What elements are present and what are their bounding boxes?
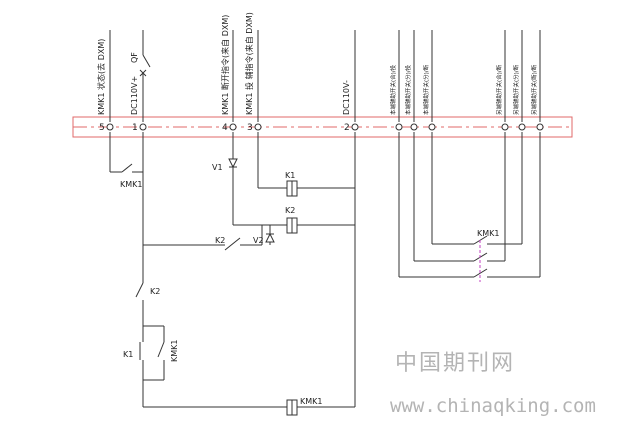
kmk1-contact-top-blade — [121, 163, 133, 173]
label-kmk1-right: KMK1 — [477, 229, 499, 238]
kmk1-bottom-contact-blade — [157, 341, 165, 358]
label-k1-coil: K1 — [285, 171, 295, 180]
label-r6-top: 另端辅助开关(断)/断 — [530, 64, 538, 115]
terminal-2-circle — [351, 123, 359, 131]
terminal-1-number: 1 — [132, 123, 138, 133]
v1-diode — [228, 158, 238, 169]
label-t1-top: DC110V+ — [130, 76, 139, 115]
terminal-4-circle — [229, 123, 237, 131]
terminal-1-circle — [139, 123, 147, 131]
v2-diode — [265, 232, 275, 243]
label-k2-coil: K2 — [285, 206, 295, 215]
k2-contact-blade — [135, 282, 144, 298]
label-kmk1-contact-bottom: KMK1 — [170, 340, 179, 362]
label-qf: QF — [130, 52, 139, 63]
terminal-3-circle — [254, 123, 262, 131]
terminal-5-circle — [106, 123, 114, 131]
terminal-r1-circle — [395, 123, 403, 131]
label-k2-contact: K2 — [150, 287, 160, 296]
label-r5-top: 另端辅助开关(分)/断 — [512, 64, 520, 115]
terminal-r4-circle — [501, 123, 509, 131]
terminal-3-number: 3 — [247, 123, 253, 133]
terminal-r5-circle — [518, 123, 526, 131]
label-t2-top: DC110V- — [342, 80, 351, 115]
label-t3-top: KMK1 投 辅指令(来自 DXM) — [244, 12, 254, 115]
terminal-5-number: 5 — [99, 123, 105, 133]
label-v1: V1 — [212, 163, 223, 172]
label-t4-top: KMK1 断开指令(来自 DXM) — [220, 15, 230, 115]
terminal-r3-circle — [428, 123, 436, 131]
terminal-r2-circle — [410, 123, 418, 131]
label-v2: V2 — [253, 236, 264, 245]
label-r4-top: 另端辅助开关(合)/断 — [495, 64, 503, 115]
terminal-circles — [106, 123, 544, 131]
label-t5-top: KMK1 状态(去 DXM) — [96, 39, 106, 115]
label-kmk1-contact-top: KMK1 — [120, 180, 142, 189]
label-r1-top: 本端辅助开关(合)/投 — [389, 64, 397, 115]
label-k1-contact: K1 — [123, 350, 133, 359]
qf-blade — [142, 54, 151, 68]
label-r3-top: 本端辅助开关(分)/断 — [422, 64, 430, 115]
watermark-url: www.chinaqking.com — [390, 395, 596, 417]
terminal-band — [72, 116, 573, 138]
watermark-cn: 中国期刊网 — [395, 351, 515, 376]
k2-mid-contact-blade — [224, 237, 241, 251]
label-k2-contact-mid: K2 — [215, 236, 225, 245]
label-r2-top: 本端辅助开关(分)/投 — [404, 64, 412, 115]
label-kmk1-coil: KMK1 — [300, 397, 322, 406]
terminal-4-number: 4 — [222, 123, 228, 133]
terminal-2-number: 2 — [344, 123, 350, 133]
terminal-r6-circle — [536, 123, 544, 131]
